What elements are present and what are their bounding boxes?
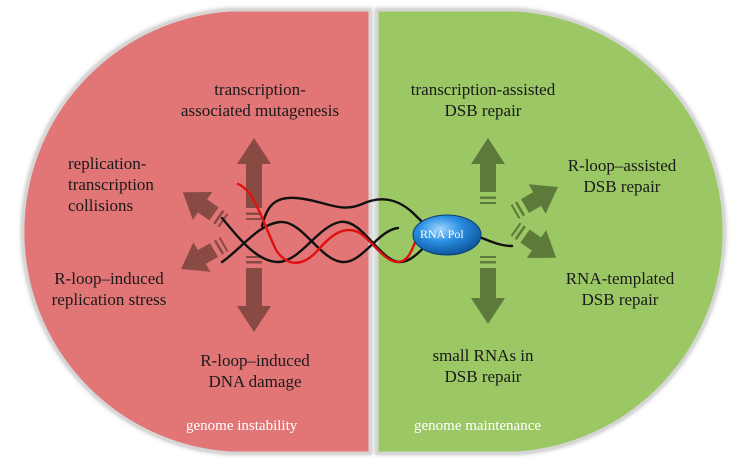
- left-arrows: [181, 138, 271, 332]
- label-small-rnas-in-dsb-repair: small RNAs in DSB repair: [432, 346, 534, 386]
- label-rna-templated-dsb-repair: RNA-templated DSB repair: [565, 269, 675, 309]
- label-r-loop-induced-replication-stress: R-loop–induced replication stress: [51, 269, 167, 309]
- dna-strand-b: [220, 220, 400, 264]
- label-replication-transcription-collisions: replication- transcription collisions: [68, 154, 154, 215]
- footer-genome-maintenance: genome maintenance: [414, 418, 542, 434]
- label-transcription-assisted-dsb-repair: transcription-assisted DSB repair: [410, 80, 556, 120]
- rna-pol-label: RNA Pol: [420, 227, 464, 241]
- dna-displaced-strand: [260, 196, 434, 230]
- rna-polymerase-blob: [412, 214, 482, 256]
- arrow-up-left-panel: [237, 138, 271, 220]
- label-r-loop-assisted-dsb-repair: R-loop–assisted DSB repair: [567, 156, 677, 196]
- arrow-down-left-panel: [237, 256, 271, 332]
- arrow-upright-right-panel: [510, 184, 558, 219]
- arrow-up-right-panel: [471, 138, 505, 204]
- arrow-upleft-left-panel: [182, 192, 229, 228]
- right-arrows: [471, 138, 558, 324]
- label-r-loop-induced-dna-damage: R-loop–induced DNA damage: [200, 351, 310, 391]
- footer-genome-instability: genome instability: [186, 418, 298, 434]
- arrow-downleft-left-panel: [181, 237, 229, 272]
- right-panel-genome-maintenance: [375, 8, 726, 455]
- arrow-downright-right-panel: [510, 222, 557, 258]
- label-transcription-associated-mutagenesis: transcription- associated mutagenesis: [180, 80, 340, 120]
- left-panel-genome-instability: [21, 8, 372, 455]
- rna-strand: [236, 182, 418, 264]
- arrow-down-right-panel: [471, 256, 505, 324]
